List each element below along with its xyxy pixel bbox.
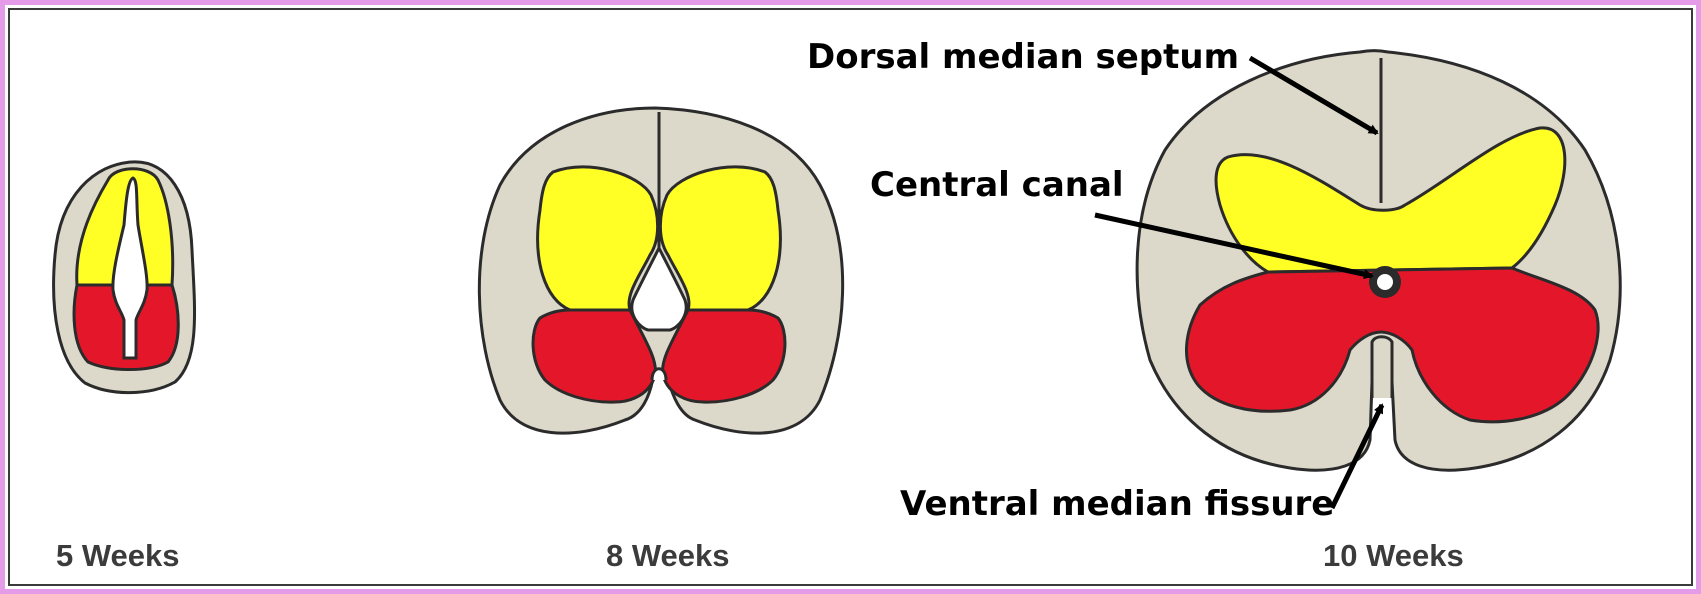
central-canal-lumen-10-weeks <box>1377 274 1393 290</box>
cord-8-weeks <box>479 108 842 433</box>
cord-5-weeks <box>54 162 195 393</box>
ventral-fissure-10-weeks <box>1372 337 1392 398</box>
stage-label-5-weeks: 5 Weeks <box>56 538 180 573</box>
ventral-median-fissure-label: Ventral median fissure <box>900 484 1334 524</box>
stage-label-8-weeks: 8 Weeks <box>606 538 730 573</box>
dorsal-median-septum-label: Dorsal median septum <box>807 37 1239 77</box>
ventral-fissure-8-weeks <box>652 369 666 380</box>
stage-label-10-weeks: 10 Weeks <box>1323 538 1464 573</box>
central-canal-label: Central canal <box>870 165 1124 205</box>
